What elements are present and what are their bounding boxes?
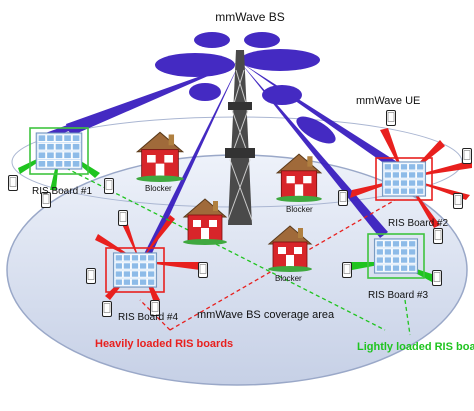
ris-board-1 <box>29 127 89 175</box>
ris2-label: RIS Board #2 <box>388 218 448 229</box>
ris-board-2 <box>375 157 433 201</box>
ris4-label: RIS Board #4 <box>118 312 178 323</box>
bs-tower <box>225 50 255 225</box>
ris3-label: RIS Board #3 <box>368 290 428 301</box>
ris-board-4 <box>105 247 165 293</box>
light-pointer-lines <box>59 164 411 336</box>
blocker3-label: Blocker <box>275 274 302 283</box>
bs-title: mmWave BS <box>215 10 285 24</box>
house-1 <box>135 131 185 182</box>
blocker2-label: Blocker <box>286 205 313 214</box>
coverage-label: mmWave BS coverage area <box>197 309 335 321</box>
heavy-legend: Heavily loaded RIS boards <box>95 338 233 350</box>
light-legend: Lightly loaded RIS boards <box>357 341 474 353</box>
ris-board-3 <box>367 233 425 279</box>
blocker1-label: Blocker <box>145 184 172 193</box>
ris1-label: RIS Board #1 <box>32 186 92 197</box>
bs-beams <box>40 32 410 262</box>
ue-label: mmWave UE <box>356 95 420 107</box>
